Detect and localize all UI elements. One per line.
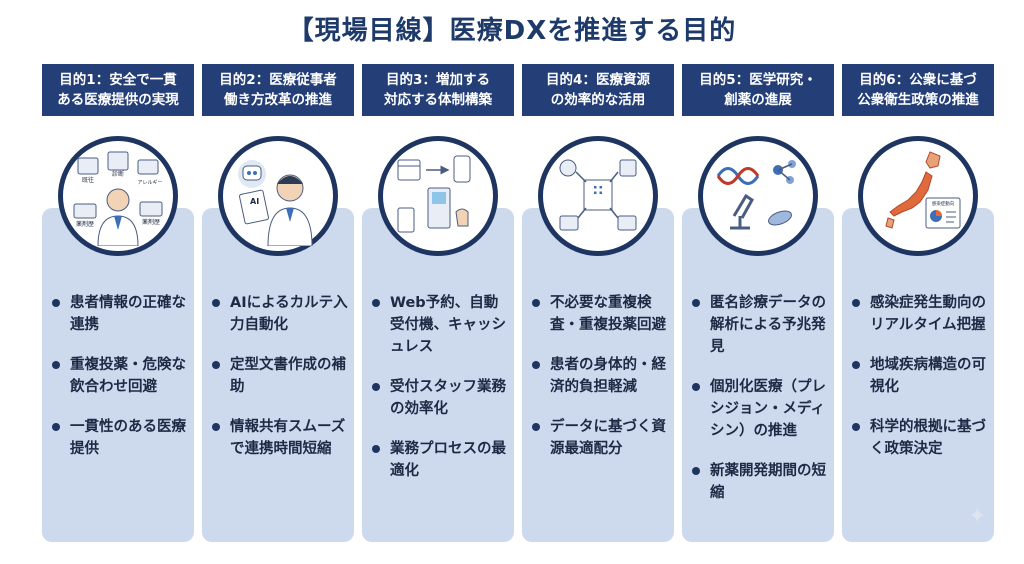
column-heading: 目的1：安全で一貫 ある医療提供の実現 <box>42 64 194 116</box>
bullet-list: Web予約、自動受付機、キャッシュレス 受付スタッフ業務の効率化 業務プロセスの… <box>370 292 510 500</box>
heading-line-1: 目的1：安全で一貫 <box>59 72 177 88</box>
list-item: 不必要な重複検査・重複投薬回避 <box>530 292 670 336</box>
icon-label: 既往 <box>82 176 94 184</box>
icon-label: AI <box>250 197 259 206</box>
page-title: 【現場目線】医療DXを推進する目的 <box>287 16 737 46</box>
icon-label: 感染症動向 <box>932 200 955 207</box>
purpose-column-6: 目的6：公衆に基づ 公衆衛生政策の推進 感染症動向 感染症発生動向のリアルタイム… <box>842 64 994 542</box>
bullet-list: 患者情報の正確な連携 重複投薬・危険な飲合わせ回避 一貫性のある医療提供 <box>50 292 190 478</box>
patient-information-icon: 診断 アレルギー 既往 薬剤歴 薬剤歴 <box>58 136 178 256</box>
bullet-list: 不必要な重複検査・重複投薬回避 患者の身体的・経済的負担軽減 データに基づく資源… <box>530 292 670 478</box>
list-item: データに基づく資源最適配分 <box>530 416 670 460</box>
heading-line-1: 目的5：医学研究・ <box>699 72 817 88</box>
ai-doctor-icon: AI <box>218 136 338 256</box>
column-panel <box>682 208 834 542</box>
list-item: 情報共有スムーズで連携時間短縮 <box>210 416 350 460</box>
heading-line-1: 目的3：増加する <box>386 72 490 88</box>
icon-label: 薬剤歴 <box>76 220 94 228</box>
column-heading: 目的4：医療資源 の効率的な活用 <box>522 64 674 116</box>
purpose-column-3: 目的3：増加する 対応する体制構築 Web予約、自動受付機、キャッシュレス 受付… <box>362 64 514 542</box>
heading-line-2: 対応する体制構築 <box>384 92 492 108</box>
column-panel <box>522 208 674 542</box>
bullet-list: AIによるカルテ入力自動化 定型文書作成の補助 情報共有スムーズで連携時間短縮 <box>210 292 350 478</box>
list-item: 新薬開発期間の短縮 <box>690 460 830 504</box>
japan-map-icon: 感染症動向 <box>858 136 978 256</box>
column-panel <box>362 208 514 542</box>
list-item: 匿名診療データの解析による予兆発見 <box>690 292 830 358</box>
list-item: 地域疾病構造の可視化 <box>850 354 990 398</box>
list-item: 患者の身体的・経済的負担軽減 <box>530 354 670 398</box>
heading-line-1: 目的6：公衆に基づ <box>859 72 977 88</box>
sparkle-icon: ✦ <box>968 504 987 529</box>
list-item: 感染症発生動向のリアルタイム把握 <box>850 292 990 336</box>
icon-label: アレルギー <box>137 180 162 186</box>
column-heading: 目的6：公衆に基づ 公衆衛生政策の推進 <box>842 64 994 116</box>
list-item: AIによるカルテ入力自動化 <box>210 292 350 336</box>
heading-line-2: 公衆衛生政策の推進 <box>857 92 979 108</box>
list-item: 患者情報の正確な連携 <box>50 292 190 336</box>
heading-line-2: 働き方改革の推進 <box>224 92 332 108</box>
heading-line-2: の効率的な活用 <box>550 92 646 108</box>
column-heading: 目的2：医療従事者 働き方改革の推進 <box>202 64 354 116</box>
purpose-column-1: 目的1：安全で一貫 ある医療提供の実現 診断 アレルギー 既往 薬剤歴 薬剤歴 … <box>42 64 194 542</box>
list-item: 科学的根拠に基づく政策決定 <box>850 416 990 460</box>
list-item: 重複投薬・危険な飲合わせ回避 <box>50 354 190 398</box>
icon-label: 診断 <box>112 170 124 178</box>
list-item: 業務プロセスの最適化 <box>370 438 510 482</box>
purpose-column-5: 目的5：医学研究・ 創薬の進展 匿名診療データの解析による予兆発見 個別化医療（… <box>682 64 834 542</box>
icon-label: 薬剤歴 <box>142 218 160 226</box>
research-dna-icon <box>698 136 818 256</box>
heading-line-2: 創薬の進展 <box>724 92 792 108</box>
list-item: 受付スタッフ業務の効率化 <box>370 376 510 420</box>
bullet-list: 感染症発生動向のリアルタイム把握 地域疾病構造の可視化 科学的根拠に基づく政策決… <box>850 292 990 478</box>
heading-line-2: ある医療提供の実現 <box>57 92 179 108</box>
purpose-column-4: 目的4：医療資源 の効率的な活用 不必要な重複検査・重複投薬回避 患者の身体的・… <box>522 64 674 542</box>
column-panel <box>202 208 354 542</box>
purpose-column-2: 目的2：医療従事者 働き方改革の推進 AI AIによるカルテ入力自動化 定型文書… <box>202 64 354 542</box>
list-item: Web予約、自動受付機、キャッシュレス <box>370 292 510 358</box>
list-item: 個別化医療（プレシジョン・メディシン）の推進 <box>690 376 830 442</box>
heading-line-1: 目的2：医療従事者 <box>219 72 337 88</box>
bullet-list: 匿名診療データの解析による予兆発見 個別化医療（プレシジョン・メディシン）の推進… <box>690 292 830 522</box>
heading-line-1: 目的4：医療資源 <box>546 72 650 88</box>
list-item: 定型文書作成の補助 <box>210 354 350 398</box>
reception-kiosk-icon <box>378 136 498 256</box>
column-heading: 目的5：医学研究・ 創薬の進展 <box>682 64 834 116</box>
column-panel <box>842 208 994 542</box>
column-heading: 目的3：増加する 対応する体制構築 <box>362 64 514 116</box>
hospital-network-icon <box>538 136 658 256</box>
list-item: 一貫性のある医療提供 <box>50 416 190 460</box>
column-panel <box>42 208 194 542</box>
purpose-columns: 目的1：安全で一貫 ある医療提供の実現 診断 アレルギー 既往 薬剤歴 薬剤歴 … <box>42 64 994 542</box>
